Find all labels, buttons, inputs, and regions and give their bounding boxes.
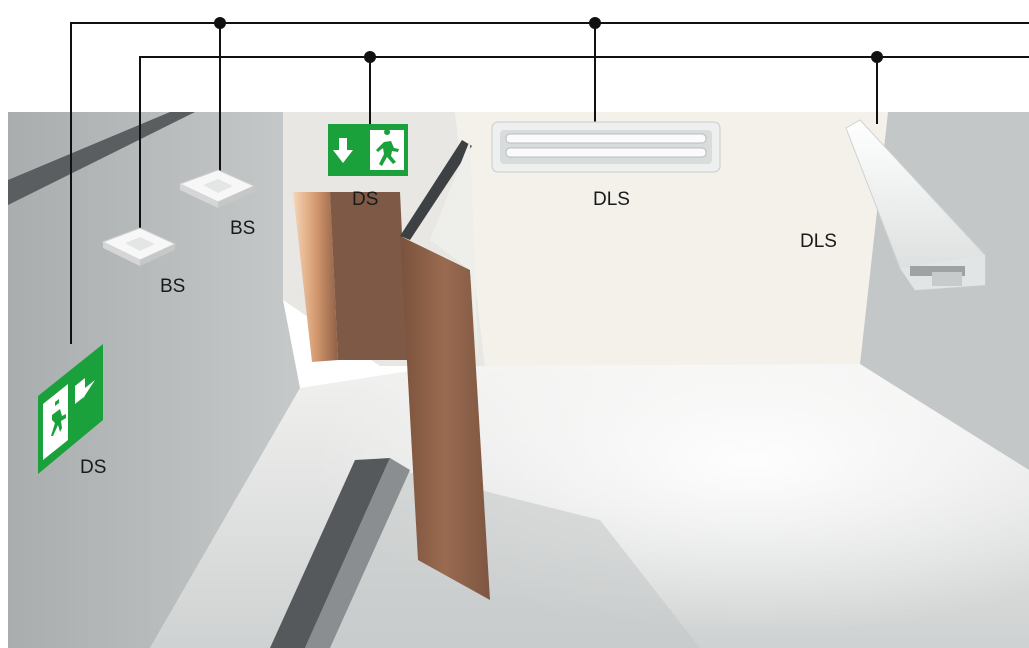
label-ds-wall: DS [80,458,106,477]
corridor-frame [330,192,408,360]
label-ds-door: DS [352,190,378,209]
exit-sign-down-icon [328,124,408,176]
fluorescent-light-icon [492,122,720,172]
label-bs-near: BS [160,277,185,296]
label-bs-far: BS [230,219,255,238]
label-dls-wall: DLS [800,232,837,251]
label-dls-ceiling: DLS [593,190,630,209]
